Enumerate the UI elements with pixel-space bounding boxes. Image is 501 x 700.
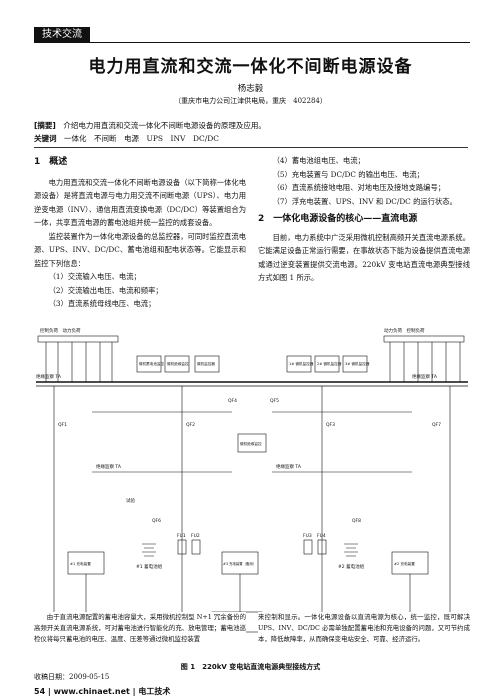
fig-label-ta-mid: 绝缘监察 TA <box>96 463 122 470</box>
article-affiliation: （重庆市电力公司江津供电局，重庆 402284） <box>174 97 327 105</box>
box6-rect <box>314 355 340 373</box>
keywords: 关键词 一体化 不间断 电源 UPS INV DC/DC <box>34 132 474 145</box>
abstract: [摘要] 介绍电力用直流和交流一体化不间断电源设备的原理及应用。 <box>34 119 474 132</box>
box5-rect <box>286 355 312 373</box>
article-author: 杨志毅 <box>237 84 264 94</box>
list-item-2: （2）交流输出电压、电流和频率； <box>48 285 163 295</box>
section-2-para-2a: 由于直流电源配置的蓄电池容量大，采用微机控制型 N+1 冗余备份的高频开关直流电… <box>34 613 246 643</box>
section-tag: 技术交流 <box>34 27 90 43</box>
bottom-right-para: 来控制和显示。一体化电源设备以直流电源为核心，统一监控，既可解决 UPS、INV… <box>258 612 470 645</box>
abstract-text: 介绍电力用直流和交流一体化不间断电源设备的原理及应用。 <box>63 121 266 130</box>
fig-label-test: 试验 <box>126 497 135 504</box>
box2-rect <box>164 355 190 373</box>
fig-label-box3: 微机监控器 <box>197 361 215 366</box>
fig-label-qf7: QF7 <box>432 422 441 428</box>
header-rule <box>90 42 470 43</box>
section-2-para-2b: 来控制和显示。一体化电源设备以直流电源为核心，统一监控，既可解决 UPS、INV… <box>258 613 470 643</box>
fig-label-box7: 3# 微机监控器 <box>345 361 370 366</box>
figure-caption: 图 1 220kV 变电站直流电源典型接线方式 <box>180 663 321 671</box>
list-item-3: （3）直流系统母线电压、电流； <box>48 299 156 308</box>
received-date: 收稿日期：2009-05-15 <box>34 673 110 681</box>
load-box-right <box>383 335 465 343</box>
fig-label-box6: 2# 微机监控器 <box>317 361 342 366</box>
list-item-6: （6）直流系统接地电阻、对地电压及接地支路编号； <box>272 183 446 192</box>
fig-label-tl: 控制负荷 动力负荷 <box>40 327 81 334</box>
fig-label-charger3: #3 充电装置（备用） <box>223 561 256 566</box>
fig-label-fu3: FU3 <box>303 533 312 539</box>
fig-label-bat1: #1 蓄电池组 <box>136 563 163 570</box>
keywords-label: 关键词 <box>34 134 57 143</box>
fig-label-box5: 1# 微机监控器 <box>289 361 314 366</box>
fig-label-qf2: QF2 <box>186 422 195 428</box>
fig-label-box4: 微机绝缘监控 <box>240 441 262 446</box>
battery-1 <box>142 543 156 557</box>
fig-label-fu1: FU1 <box>177 533 186 539</box>
right-feeders <box>389 342 461 382</box>
fig-label-qf5: QF5 <box>270 398 279 404</box>
left-column: 1 概述 电力用直流和交流一体化不间断电源设备（以下简称一体化电源设备）是将直流… <box>34 156 246 311</box>
section-verticals <box>53 386 451 622</box>
fig-label-fu4: FU4 <box>317 533 326 539</box>
fig-label-ta-mid2: 绝缘监察 TA <box>276 463 302 470</box>
fig-label-fu2: FU2 <box>191 533 200 539</box>
right-column: （4）蓄电池组电压、电流； （5）充电装置与 DC/DC 的输出电压、电流； （… <box>258 154 470 285</box>
section-1-title: 1 概述 <box>34 157 68 167</box>
battery-2 <box>344 543 358 557</box>
fig-label-box2: 微机绝缘监控 <box>167 361 189 366</box>
abstract-label: [摘要] <box>34 121 56 130</box>
fig-label-qf8: QF8 <box>352 518 361 524</box>
fu4-rect <box>317 539 327 555</box>
fig-label-bus-right: 绝缘监察 TA <box>412 373 438 380</box>
box1-rect <box>136 355 162 373</box>
list-item-1: （1）交流输入电压、电流； <box>48 272 141 281</box>
fig-label-bus-left: 绝缘监察 TA <box>36 373 62 380</box>
fig-label-charger2: #2 充电装置 <box>394 561 415 566</box>
bottom-left-para: 由于直流电源配置的蓄电池容量大，采用微机控制型 N+1 冗余备份的高频开关直流电… <box>34 612 246 645</box>
load-box-left <box>37 335 119 343</box>
fu2-rect <box>191 539 201 555</box>
fig-label-qf1: QF1 <box>58 422 67 428</box>
box7-rect <box>342 355 368 373</box>
list-item-7: （7）浮充电装置、UPS、INV 和 DC/DC 的运行状态。 <box>272 196 457 206</box>
keywords-text: 一体化 不间断 电源 UPS INV DC/DC <box>64 134 219 143</box>
fig-label-qf4: QF4 <box>228 398 237 404</box>
fu3-rect <box>303 539 313 555</box>
left-feeders <box>45 342 113 382</box>
abstract-rule <box>34 147 468 148</box>
list-item-5: （5）充电装置与 DC/DC 的输出电压、电流； <box>272 169 424 179</box>
section-1-para-2: 监控装置作为一体化电源设备的总监控器，可同时监控直流电源、UPS、INV、DC/… <box>34 231 246 268</box>
diagram-lines <box>36 335 468 633</box>
page-footer: 54 | www.chinaet.net | 电工技术 <box>34 687 171 696</box>
list-item-4: （4）蓄电池组电压、电流； <box>272 156 365 165</box>
fig-label-bat2: #2 蓄电池组 <box>338 563 365 570</box>
section-1-para-1: 电力用直流和交流一体化不间断电源设备（以下简称一体化电源设备）是将直流电源与电力… <box>34 177 246 228</box>
fig-label-qf3: QF3 <box>326 422 335 428</box>
fu1-rect <box>177 539 187 555</box>
fig-label-box1: 微机蓄电池监控 <box>139 361 165 366</box>
article-title: 电力用直流和交流一体化不间断电源设备 <box>88 57 413 77</box>
mid-box <box>237 433 267 453</box>
abstract-block: [摘要] 介绍电力用直流和交流一体化不间断电源设备的原理及应用。 关键词 一体化… <box>34 119 474 145</box>
fig-label-tr: 动力负荷 控制负荷 <box>384 327 425 334</box>
fig-label-charger1: #1 充电装置 <box>70 561 91 566</box>
section-2-title: 2 一体化电源设备的核心——直流电源 <box>258 214 418 224</box>
fig-label-qf6: QF6 <box>152 518 161 524</box>
box3-rect <box>194 355 220 373</box>
section-2-para-1: 目前，电力系统中广泛采用微机控制高频开关直流电源系统。它能满足设备正常运行需要，… <box>258 232 470 283</box>
